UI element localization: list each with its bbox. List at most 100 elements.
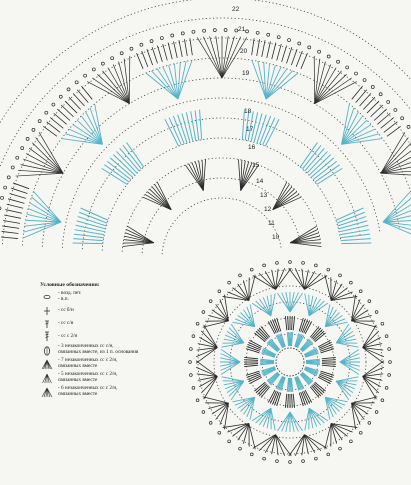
motif-edge-fan (331, 424, 337, 444)
fan-blue-stitch (338, 221, 367, 229)
fan-gap-stitch (97, 74, 129, 103)
fan-edge-picot (394, 108, 397, 111)
fan-row-arc (42, 78, 399, 247)
fan-gap-stitch (36, 137, 64, 173)
fan-blue-stitch (182, 113, 190, 142)
bobble-3-icon (40, 345, 54, 356)
legend-title: Условные обозначения: (40, 282, 170, 288)
fan-blue-stitch (300, 142, 317, 167)
fan-edge-picot (67, 88, 70, 91)
motif-edge-fan (203, 321, 229, 327)
fan-edge-picot (288, 39, 291, 42)
fan-edge-stitch (184, 39, 187, 56)
row-label: 13 (260, 192, 267, 199)
fan-edge-picot (355, 72, 358, 75)
fan-edge-picot (84, 74, 87, 77)
motif-picot (192, 335, 195, 338)
fan-edge-stitch (360, 93, 371, 106)
fan-outer-blue (33, 191, 61, 222)
motif-picot (327, 268, 330, 271)
fan-edge-stitch (356, 90, 367, 103)
motif-blue-stitch (306, 361, 320, 362)
fan-edge-picot (277, 36, 280, 39)
motif-picot (389, 361, 392, 364)
fan-blue-stitch (126, 142, 143, 167)
row-label: 21 (238, 26, 245, 33)
motif-outer-fan (221, 354, 240, 362)
fan-gap-stitch (210, 36, 222, 78)
fan-edge-picot (318, 50, 321, 53)
fan-blue-stitch (120, 148, 140, 171)
fan-edge-picot (371, 85, 374, 88)
fan-outer-blue (266, 69, 287, 99)
fan-edge-picot (337, 60, 340, 63)
fan-edge-stitch (11, 188, 27, 193)
fan-blue-stitch (315, 165, 340, 182)
motif-picot (239, 447, 242, 450)
fan-edge-stitch (179, 40, 182, 57)
fan-edge-picot (213, 29, 216, 32)
fan-edge-stitch (252, 38, 254, 55)
fan-inner-cluster (238, 159, 240, 190)
fan-edge-stitch (157, 46, 162, 62)
fan-edge-picot (92, 68, 95, 71)
fan-edge-picot (192, 30, 195, 33)
fan-outer-blue (86, 112, 103, 145)
legend-row-cl5: - 5 незаконченных сс с 2/н, связанных вм… (40, 372, 170, 384)
motif-picot (196, 322, 199, 325)
fan-edge-stitch (371, 105, 383, 117)
fan-blue-stitch (123, 145, 141, 169)
motif-picot (196, 399, 199, 402)
motif-picot (202, 311, 205, 314)
row-label: 10 (272, 234, 279, 241)
fan-edge-stitch (301, 53, 308, 69)
motif-edge-fan (352, 315, 372, 321)
motif-edge-fan (249, 275, 255, 301)
motif-picot (359, 431, 362, 434)
motif-picot (263, 264, 266, 267)
fan-edge-stitch (174, 41, 178, 58)
fan-gap-stitch (381, 148, 411, 173)
fan-edge-picot (298, 42, 301, 45)
fan-outer-blue (30, 203, 61, 222)
legend-row-dc: - сс с 2/н (40, 331, 170, 342)
motif-dark-stitch (244, 357, 258, 358)
fan-edge-picot (101, 62, 104, 65)
fan-edge-picot (120, 52, 123, 55)
motif-dark-stitch (288, 316, 289, 330)
fan-edge-picot (140, 43, 143, 46)
fan-edge-stitch (69, 97, 81, 109)
motif-picot (314, 457, 317, 460)
row-label: 18 (244, 108, 251, 115)
fan-edge-stitch (262, 40, 265, 57)
motif-picot (359, 290, 362, 293)
fan-blue-stitch (307, 151, 328, 173)
fan-blue-stitch (77, 221, 106, 229)
fan-inner-cluster (290, 229, 318, 242)
fan-edge-picot (407, 125, 410, 128)
fan-row-arc (142, 178, 301, 253)
motif-picot (381, 399, 384, 402)
fan-edge-picot (111, 57, 114, 60)
fan-edge-stitch (374, 109, 387, 120)
fan-blue-stitch (116, 151, 137, 173)
fan-outer-blue (266, 73, 298, 99)
motif-picot (250, 268, 253, 271)
fan-edge-picot (1, 196, 4, 199)
fan-blue-stitch (104, 165, 129, 182)
fan-blue-stitch (305, 148, 325, 171)
motif-picot (189, 361, 192, 364)
fan-gap-stitch (222, 36, 234, 78)
fan-edge-stitch (163, 44, 168, 60)
fan-outer-blue (73, 125, 102, 145)
fan-edge-picot (7, 176, 10, 179)
fan-edge-stitch (277, 44, 282, 60)
motif-picot (381, 322, 384, 325)
fan-edge-stitch (2, 231, 19, 233)
fan-gap-stitch (381, 137, 409, 173)
motif-picot (385, 386, 388, 389)
fan-blue-stitch (317, 168, 343, 184)
fan-edge-stitch (81, 86, 92, 99)
motif-picot (228, 440, 231, 443)
